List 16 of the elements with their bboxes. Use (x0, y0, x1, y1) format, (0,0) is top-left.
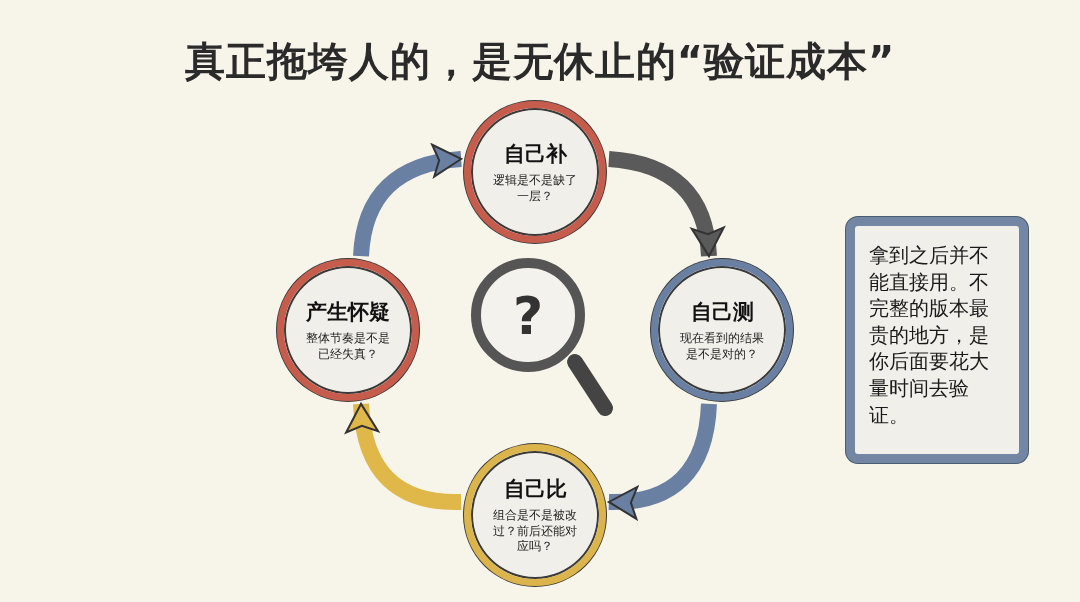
curved-arrow (346, 402, 462, 510)
question-mark: ? (511, 286, 545, 346)
step-title: 自己测 (690, 298, 754, 326)
step-title: 产生怀疑 (306, 298, 390, 326)
step-question: 现在看到的结果是不是对的？ (679, 330, 765, 363)
note-text: 拿到之后并不能直接用。不完整的版本最贵的地方，是你后面要花大量时间去验证。 (869, 242, 990, 429)
step-title: 自己补 (503, 140, 567, 168)
curved-arrow (608, 151, 724, 258)
step-title: 自己比 (503, 476, 567, 504)
curved-arrow (353, 144, 463, 257)
title: 真正拖垮人的，是无休止的“验证成本” (184, 37, 896, 86)
step-question: 逻辑是不是缺了一层？ (492, 172, 578, 205)
step-question: 组合是不是被改过？前后还能对应吗？ (492, 508, 578, 555)
curved-arrow (607, 403, 717, 519)
step-question: 整体节奏是不是已经失真？ (305, 330, 391, 363)
note-card (846, 217, 1028, 463)
